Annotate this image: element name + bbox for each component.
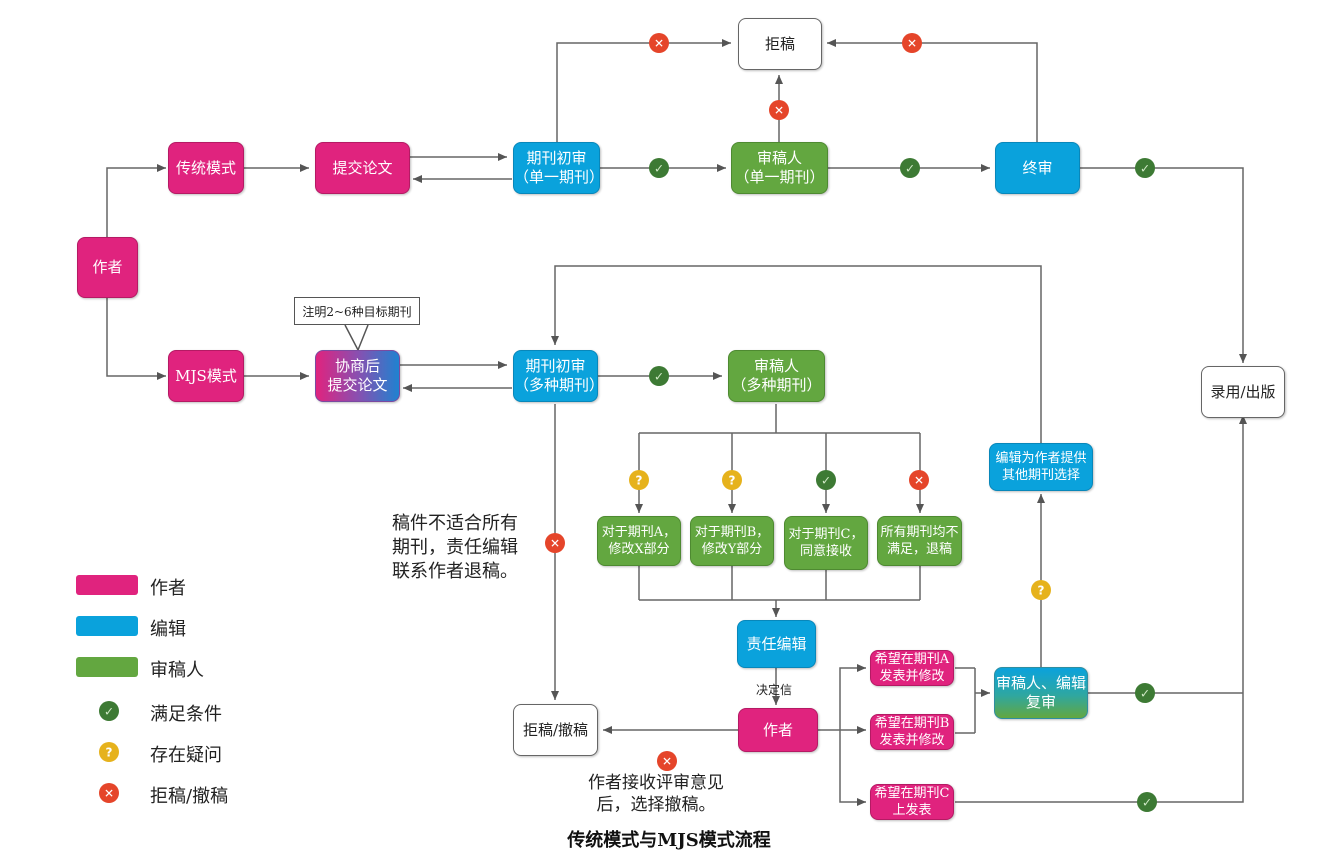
check-icon: ✓: [649, 158, 669, 178]
author-node: 作者: [77, 237, 138, 298]
author-second-node: 作者: [738, 708, 818, 752]
reject-icon: ✕: [657, 751, 677, 771]
negotiate-submit-node: 协商后 提交论文: [315, 350, 400, 402]
legend-editor-swatch: [76, 616, 138, 636]
diagram-title: 传统模式与MJS模式流程: [567, 830, 771, 851]
legend-reject-label: 拒稿/撤稿: [150, 786, 229, 807]
check-icon: ✓: [1135, 158, 1155, 178]
editor-other-options-node: 编辑为作者提供 其他期刊选择: [989, 443, 1093, 491]
svg-text:✓: ✓: [905, 162, 915, 176]
legend-reviewer-swatch: [76, 657, 138, 677]
svg-text:?: ?: [1038, 584, 1045, 598]
option-none-node: 所有期刊均不 满足，退稿: [877, 516, 962, 566]
reject-icon: ✕: [545, 533, 565, 553]
question-icon: ?: [629, 470, 649, 490]
check-icon: ✓: [1135, 683, 1155, 703]
legend-check-label: 满足条件: [150, 704, 222, 725]
svg-text:✓: ✓: [1140, 162, 1150, 176]
reject-icon: ✕: [769, 100, 789, 120]
svg-text:✓: ✓: [654, 162, 664, 176]
svg-text:✕: ✕: [104, 787, 114, 801]
author-withdraw-note: 作者接收评审意见 后，选择撤稿。: [588, 773, 724, 815]
check-icon: ✓: [900, 158, 920, 178]
accept-publish-node: 录用/出版: [1201, 366, 1285, 418]
unsuitable-note: 稿件不适合所有 期刊，责任编辑 联系作者退稿。: [392, 513, 518, 582]
legend-author-label: 作者: [150, 578, 186, 599]
wish-journal-a-node: 希望在期刊A 发表并修改: [870, 650, 954, 686]
reject-icon: ✕: [649, 33, 669, 53]
svg-text:✕: ✕: [662, 755, 672, 769]
svg-text:?: ?: [106, 746, 113, 760]
wish-journal-b-node: 希望在期刊B 发表并修改: [870, 714, 954, 750]
traditional-mode-node: 传统模式: [168, 142, 244, 194]
reject-icon: ✕: [99, 783, 119, 803]
option-journal-b-node: 对于期刊B， 修改Y部分: [690, 516, 774, 566]
option-journal-a-node: 对于期刊A， 修改X部分: [597, 516, 681, 566]
final-review-node: 终审: [995, 142, 1080, 194]
reject-icon: ✕: [902, 33, 922, 53]
svg-text:✓: ✓: [104, 705, 114, 719]
question-icon: ?: [1031, 580, 1051, 600]
legend-reviewer-label: 审稿人: [150, 660, 204, 681]
reject-icon: ✕: [909, 470, 929, 490]
target-journals-callout: 注明2~6种目标期刊: [294, 297, 420, 325]
check-icon: ✓: [99, 701, 119, 721]
decision-letter-label: 决定信: [756, 683, 793, 697]
legend-author-swatch: [76, 575, 138, 595]
re-review-node: 审稿人、编辑 复审: [994, 667, 1088, 719]
svg-text:?: ?: [636, 474, 643, 488]
initial-review-multi-node: 期刊初审 （多种期刊）: [513, 350, 604, 402]
svg-text:✕: ✕: [914, 474, 924, 488]
svg-text:✓: ✓: [654, 370, 664, 384]
legend-editor-label: 编辑: [150, 619, 186, 640]
question-icon: ?: [722, 470, 742, 490]
initial-review-single-node: 期刊初审 （单一期刊）: [513, 142, 604, 194]
svg-text:✓: ✓: [1142, 796, 1152, 810]
reviewer-single-node: 审稿人 （单一期刊）: [731, 142, 828, 194]
svg-text:✓: ✓: [821, 474, 831, 488]
svg-text:?: ?: [729, 474, 736, 488]
legend-question-label: 存在疑问: [150, 745, 222, 766]
option-journal-c-node: 对于期刊C， 同意接收: [784, 516, 868, 570]
svg-text:✓: ✓: [1140, 687, 1150, 701]
svg-text:✕: ✕: [774, 104, 784, 118]
svg-text:✕: ✕: [907, 37, 917, 51]
question-icon: ?: [99, 742, 119, 762]
reject-withdraw-node: 拒稿/撤稿: [513, 704, 598, 756]
mjs-mode-node: MJS模式: [168, 350, 244, 402]
reviewer-multi-node: 审稿人 （多种期刊）: [728, 350, 825, 402]
check-icon: ✓: [649, 366, 669, 386]
check-icon: ✓: [816, 470, 836, 490]
submit-paper-node: 提交论文: [315, 142, 410, 194]
svg-text:✕: ✕: [654, 37, 664, 51]
svg-text:✕: ✕: [550, 537, 560, 551]
wish-journal-c-node: 希望在期刊C 上发表: [870, 784, 954, 820]
check-icon: ✓: [1137, 792, 1157, 812]
responsible-editor-node: 责任编辑: [737, 620, 816, 668]
reject-top-box: 拒稿: [738, 18, 822, 70]
